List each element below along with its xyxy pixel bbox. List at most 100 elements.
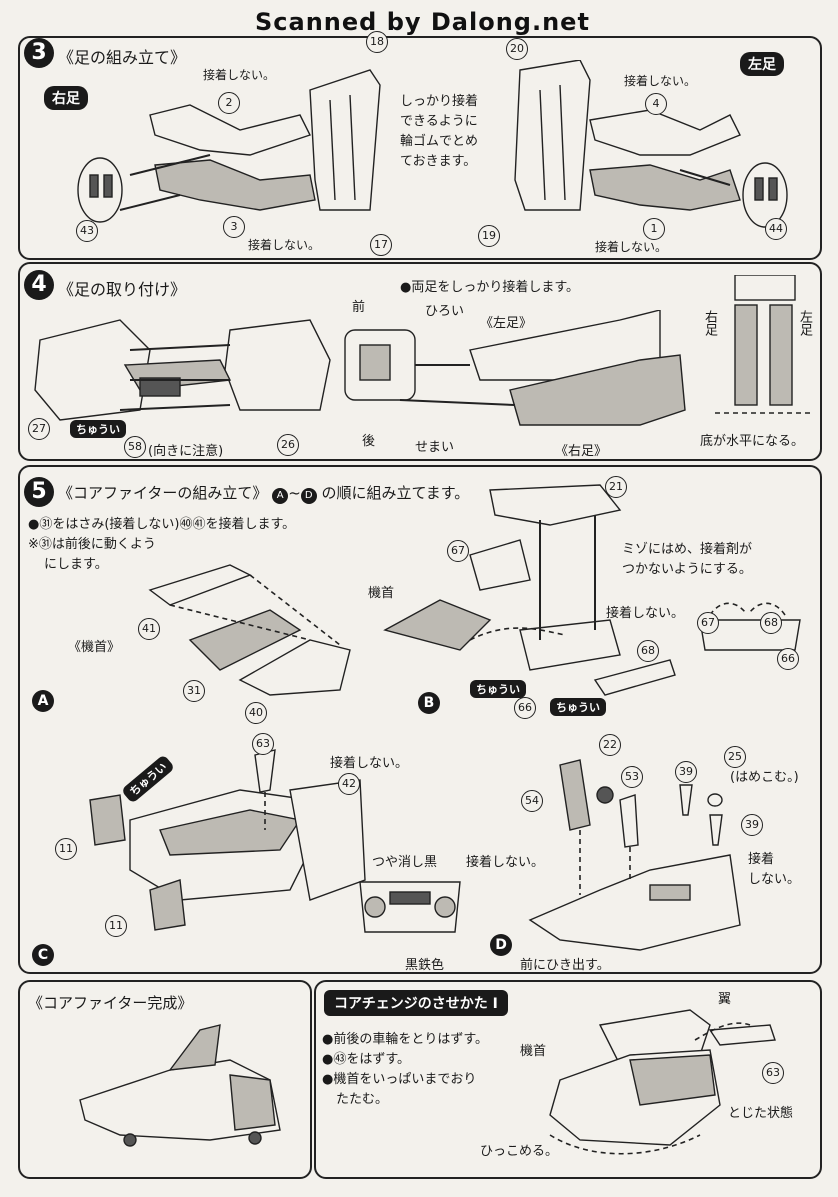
- core-change-step: ●機首をいっぱいまでおり: [322, 1072, 477, 1087]
- rubber-note-line: しっかり接着: [400, 94, 479, 109]
- step5-note-line: ●㉛をはさみ(接着しない)㊵㊶を接着します。: [28, 517, 296, 532]
- part-68: 68: [637, 640, 659, 662]
- glue-d-line: 接着: [748, 852, 775, 867]
- step4-panel: [18, 262, 822, 461]
- core-change-title: コアチェンジのさせかた I: [324, 990, 508, 1016]
- step4-number: 4: [24, 270, 54, 300]
- no-glue-d: 接着しない。: [466, 855, 545, 870]
- part-53: 53: [621, 766, 643, 788]
- rubber-note-line: 輪ゴムでとめ: [400, 134, 479, 149]
- part-25: 25: [724, 746, 746, 768]
- retract-label: ひっこめる。: [480, 1144, 559, 1159]
- caution-tag-b2: ちゅうい: [550, 698, 606, 716]
- step4-legs-front-view: [715, 275, 810, 414]
- nose-caption-b: 機首: [368, 586, 395, 601]
- core-fighter-complete-illustration: [79, 1024, 281, 1147]
- scan-banner: Scanned by Dalong.net: [255, 8, 590, 36]
- part-4: 4: [645, 93, 667, 115]
- no-glue-note-4: 接着しない。: [595, 240, 668, 254]
- part-44: 44: [765, 218, 787, 240]
- glue-legs-note: ●両足をしっかり接着します。: [400, 280, 580, 295]
- back-label: 後: [362, 434, 376, 449]
- right-side-label: 右足: [702, 310, 717, 336]
- narrow-label: せまい: [415, 440, 455, 455]
- sub-step-a: A: [32, 690, 54, 712]
- nose-label-cc: 機首: [520, 1044, 547, 1059]
- wide-label: ひろい: [425, 304, 465, 319]
- core-change-step: ●㊸をはずす。: [322, 1052, 411, 1067]
- rubber-band-note: しっかり接着 できるように 輪ゴムでとめ ておきます。: [400, 92, 478, 172]
- part-2: 2: [218, 92, 240, 114]
- range-from-badge: A: [272, 488, 289, 504]
- wing-label: 翼: [718, 992, 732, 1007]
- core-change-illustration: [549, 1009, 776, 1155]
- glue-d-line: しない。: [748, 872, 801, 887]
- step5-note-line: にします。: [44, 557, 108, 572]
- part-17: 17: [370, 234, 392, 256]
- no-glue-c: 接着しない。: [330, 756, 409, 771]
- part-11-top: 11: [55, 838, 77, 860]
- part-68-detail: 68: [760, 612, 782, 634]
- left-leg-label: 左足: [740, 52, 784, 76]
- step5-number: 5: [24, 477, 54, 507]
- step5-d-illustration: [528, 759, 741, 951]
- direction-note: (向きに注意): [148, 444, 224, 459]
- part-22: 22: [599, 734, 621, 756]
- part-21: 21: [605, 476, 627, 498]
- part-11-bottom: 11: [105, 915, 127, 937]
- part-3: 3: [223, 216, 245, 238]
- rubber-note-line: できるように: [400, 114, 478, 129]
- range-to-badge: D: [300, 488, 317, 504]
- sub-step-c: C: [32, 944, 54, 966]
- part-54: 54: [521, 790, 543, 812]
- step5-notes: ●㉛をはさみ(接着しない)㊵㊶を接着します。 ※㉛は前後に動くよう にします。: [28, 515, 295, 575]
- part-39-b: 39: [741, 814, 763, 836]
- step4-leg-join-illustration: [344, 310, 686, 426]
- step5-title: 《コアファイターの組み立て》 A~D の順に組み立てます。: [58, 484, 470, 504]
- pull-front-note: 前にひき出す。: [520, 958, 610, 973]
- sub-step-d: D: [490, 934, 512, 956]
- left-leg-caption: 《左足》: [480, 316, 533, 331]
- part-20: 20: [506, 38, 528, 60]
- left-side-label: 左足: [797, 310, 812, 336]
- groove-note-line: ミゾにはめ、接着剤が: [622, 542, 753, 557]
- gunmetal-label: 黒鉄色: [405, 958, 445, 973]
- right-leg-label: 右足: [44, 86, 88, 110]
- caution-tag: ちゅうい: [70, 420, 126, 438]
- core-change-steps: ●前後の車輪をとりはずす。 ●㊸をはずす。 ●機首をいっぱいまでおり たたむ。: [322, 1030, 488, 1110]
- step4-title: 《足の取り付け》: [58, 280, 187, 299]
- step5-c-illustration: [89, 749, 366, 931]
- part-66-detail: 66: [777, 648, 799, 670]
- step5-title-main: 《コアファイターの組み立て》: [58, 484, 268, 502]
- step5-note-line: ※㉛は前後に動くよう: [28, 537, 156, 552]
- step3-right-leg-illustration: [77, 69, 381, 223]
- part-19: 19: [478, 225, 500, 247]
- nose-caption-a: 《機首》: [68, 640, 121, 655]
- part-26: 26: [277, 434, 299, 456]
- part-63-cc: 63: [762, 1062, 784, 1084]
- step5-a-illustration: [148, 564, 351, 696]
- part-18: 18: [366, 31, 388, 53]
- part-40: 40: [245, 702, 267, 724]
- step4-hip-illustration: [34, 319, 331, 421]
- front-label: 前: [352, 300, 366, 315]
- closed-state-label: とじた状態: [728, 1106, 794, 1121]
- part-41: 41: [138, 618, 160, 640]
- groove-note: ミゾにはめ、接着剤が つかないようにする。: [622, 540, 752, 580]
- part-1: 1: [643, 218, 665, 240]
- part-43: 43: [76, 220, 98, 242]
- complete-title: 《コアファイター完成》: [28, 994, 193, 1012]
- cockpit-panel-illustration: [359, 881, 461, 933]
- caution-tag-b1: ちゅうい: [470, 680, 526, 698]
- right-leg-caption: 《右足》: [555, 444, 608, 459]
- part-42: 42: [338, 773, 360, 795]
- step3-title: 《足の組み立て》: [58, 48, 187, 67]
- no-glue-note-2: 接着しない。: [248, 238, 321, 252]
- rubber-note-line: ておきます。: [400, 154, 477, 169]
- part-39-a: 39: [675, 761, 697, 783]
- sub-step-b: B: [418, 692, 440, 714]
- part-58: 58: [124, 436, 146, 458]
- groove-note-line: つかないようにする。: [622, 562, 752, 577]
- step3-left-leg-illustration: [514, 60, 788, 228]
- no-glue-b: 接着しない。: [606, 606, 685, 621]
